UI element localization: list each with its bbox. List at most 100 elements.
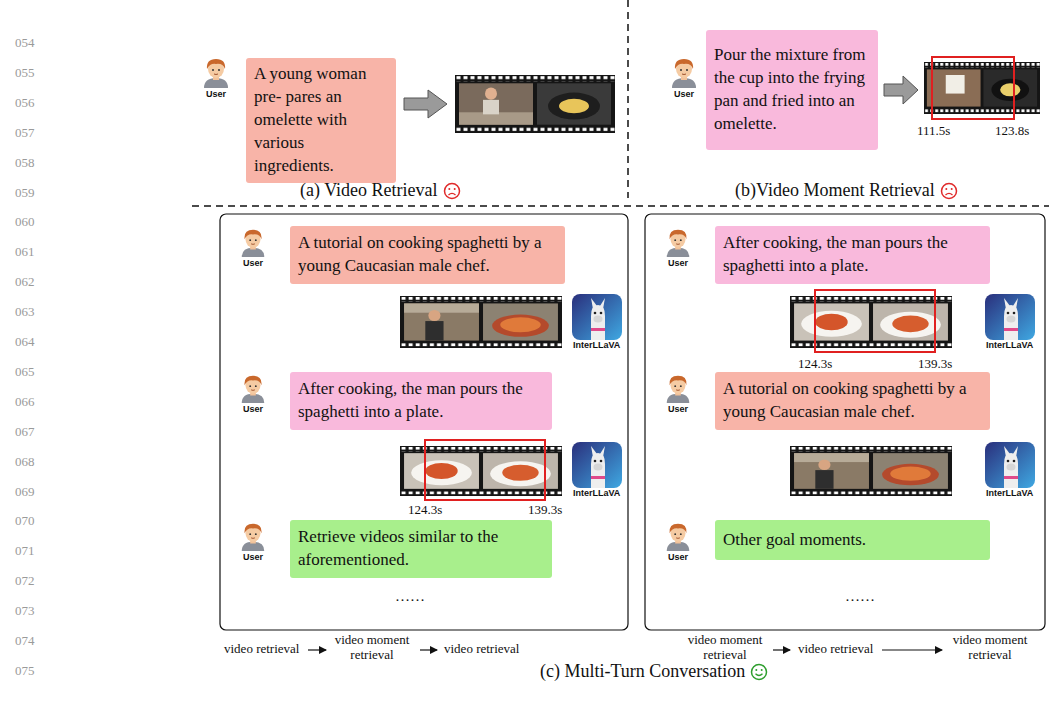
line-number: 056: [15, 96, 35, 110]
llama-icon: [572, 294, 622, 340]
block-arrow: [404, 90, 447, 118]
flow-arrow: [882, 649, 942, 650]
conversation-panel: [645, 214, 1045, 630]
speech-box: A tutorial on cooking spaghetti by a you…: [290, 226, 565, 284]
dashed-divider: [627, 0, 629, 198]
speech-box: After cooking, the man pours the spaghet…: [715, 226, 990, 284]
speaker-label: User: [243, 405, 263, 415]
happy-face: [750, 663, 768, 681]
block-arrow: [884, 76, 918, 104]
line-number: 068: [15, 455, 35, 469]
line-number: 063: [15, 305, 35, 319]
timestamp: 111.5s: [917, 124, 950, 138]
timestamp: 124.3s: [408, 503, 442, 517]
flow-arrow: [773, 649, 790, 650]
line-number: 061: [15, 245, 35, 259]
timestamp: 139.3s: [918, 357, 952, 371]
line-number: 069: [15, 485, 35, 499]
box-text: After cooking, the man pours the spaghet…: [723, 232, 982, 278]
model-label: InterLLaVA: [573, 341, 620, 351]
dashed-divider: [192, 205, 1049, 207]
ellipsis: ……: [395, 588, 425, 605]
line-number: 057: [15, 126, 35, 140]
flow-step: video retrieval: [224, 642, 299, 656]
speech-box: After cooking, the man pours the spaghet…: [290, 372, 552, 430]
user-avatar: [242, 230, 265, 257]
line-number: 065: [15, 365, 35, 379]
box-text: A tutorial on cooking spaghetti by a you…: [298, 232, 557, 278]
speaker-label: User: [243, 553, 263, 563]
timestamp: 124.3s: [798, 357, 832, 371]
line-number: 072: [15, 574, 35, 588]
line-number: 074: [15, 634, 35, 648]
ellipsis: ……: [845, 588, 875, 605]
flow-step: video retrieval: [444, 642, 519, 656]
line-number: 060: [15, 215, 35, 229]
llama-icon: [985, 294, 1035, 340]
speaker-label: User: [668, 405, 688, 415]
film-strip: [400, 296, 562, 348]
user-avatar: [667, 230, 690, 257]
line-number: 062: [15, 275, 35, 289]
line-number: 073: [15, 604, 35, 618]
line-number: 070: [15, 514, 35, 528]
moment-box: [425, 440, 545, 500]
flow-arrow: [308, 649, 326, 650]
speech-box: A young woman pre- pares an omelette wit…: [246, 58, 396, 183]
moment-box: [932, 57, 1014, 119]
speech-box: Pour the mixture from the cup into the f…: [706, 30, 878, 150]
box-text: After cooking, the man pours the spaghet…: [298, 378, 544, 424]
line-number: 066: [15, 395, 35, 409]
film-strip: [924, 62, 1040, 114]
speech-box: A tutorial on cooking spaghetti by a you…: [715, 372, 990, 430]
flow-arrow: [420, 649, 437, 650]
conversation-panel: [220, 214, 628, 630]
line-number: 058: [15, 156, 35, 170]
user-avatar: [672, 59, 696, 88]
timestamp: 139.3s: [528, 503, 562, 517]
speaker-label: User: [668, 553, 688, 563]
box-text: A tutorial on cooking spaghetti by a you…: [723, 378, 982, 424]
user-avatar: [242, 524, 265, 551]
box-text: Other goal moments.: [723, 529, 982, 552]
film-strip: [790, 446, 952, 496]
line-number: 064: [15, 335, 35, 349]
speaker-label: User: [243, 259, 263, 269]
speaker-label: User: [668, 259, 688, 269]
line-number: 054: [15, 36, 35, 50]
box-text: A young woman pre- pares an omelette wit…: [254, 63, 388, 178]
sad-face: [940, 182, 958, 200]
moment-box: [815, 290, 935, 352]
film-strip: [455, 75, 615, 133]
llama-icon: [572, 442, 622, 488]
line-number: 055: [15, 66, 35, 80]
speaker-label: User: [674, 90, 694, 100]
line-number: 059: [15, 186, 35, 200]
speech-box: Other goal moments.: [715, 520, 990, 560]
line-number: 075: [15, 664, 35, 678]
speech-box: Retrieve videos similar to the aforement…: [290, 520, 552, 578]
model-label: InterLLaVA: [986, 489, 1033, 499]
model-label: InterLLaVA: [986, 341, 1033, 351]
speaker-label: User: [206, 90, 226, 100]
llama-icon: [985, 442, 1035, 488]
line-number: 071: [15, 544, 35, 558]
user-avatar: [204, 59, 228, 88]
user-avatar: [242, 376, 265, 403]
flow-step: video moment retrieval: [327, 633, 417, 663]
sad-face: [443, 182, 461, 200]
flow-step: video moment retrieval: [945, 633, 1035, 663]
user-avatar: [667, 524, 690, 551]
subfigure-caption: (a) Video Retrieval: [300, 181, 438, 201]
flow-step: video retrieval: [798, 642, 873, 656]
figure-caption: (c) Multi-Turn Conversation: [540, 662, 745, 682]
box-text: Retrieve videos similar to the aforement…: [298, 526, 544, 572]
model-label: InterLLaVA: [573, 489, 620, 499]
box-text: Pour the mixture from the cup into the f…: [714, 44, 870, 136]
subfigure-caption: (b)Video Moment Retrieval: [735, 181, 935, 201]
flow-step: video moment retrieval: [680, 633, 770, 663]
user-avatar: [667, 376, 690, 403]
timestamp: 123.8s: [995, 124, 1029, 138]
